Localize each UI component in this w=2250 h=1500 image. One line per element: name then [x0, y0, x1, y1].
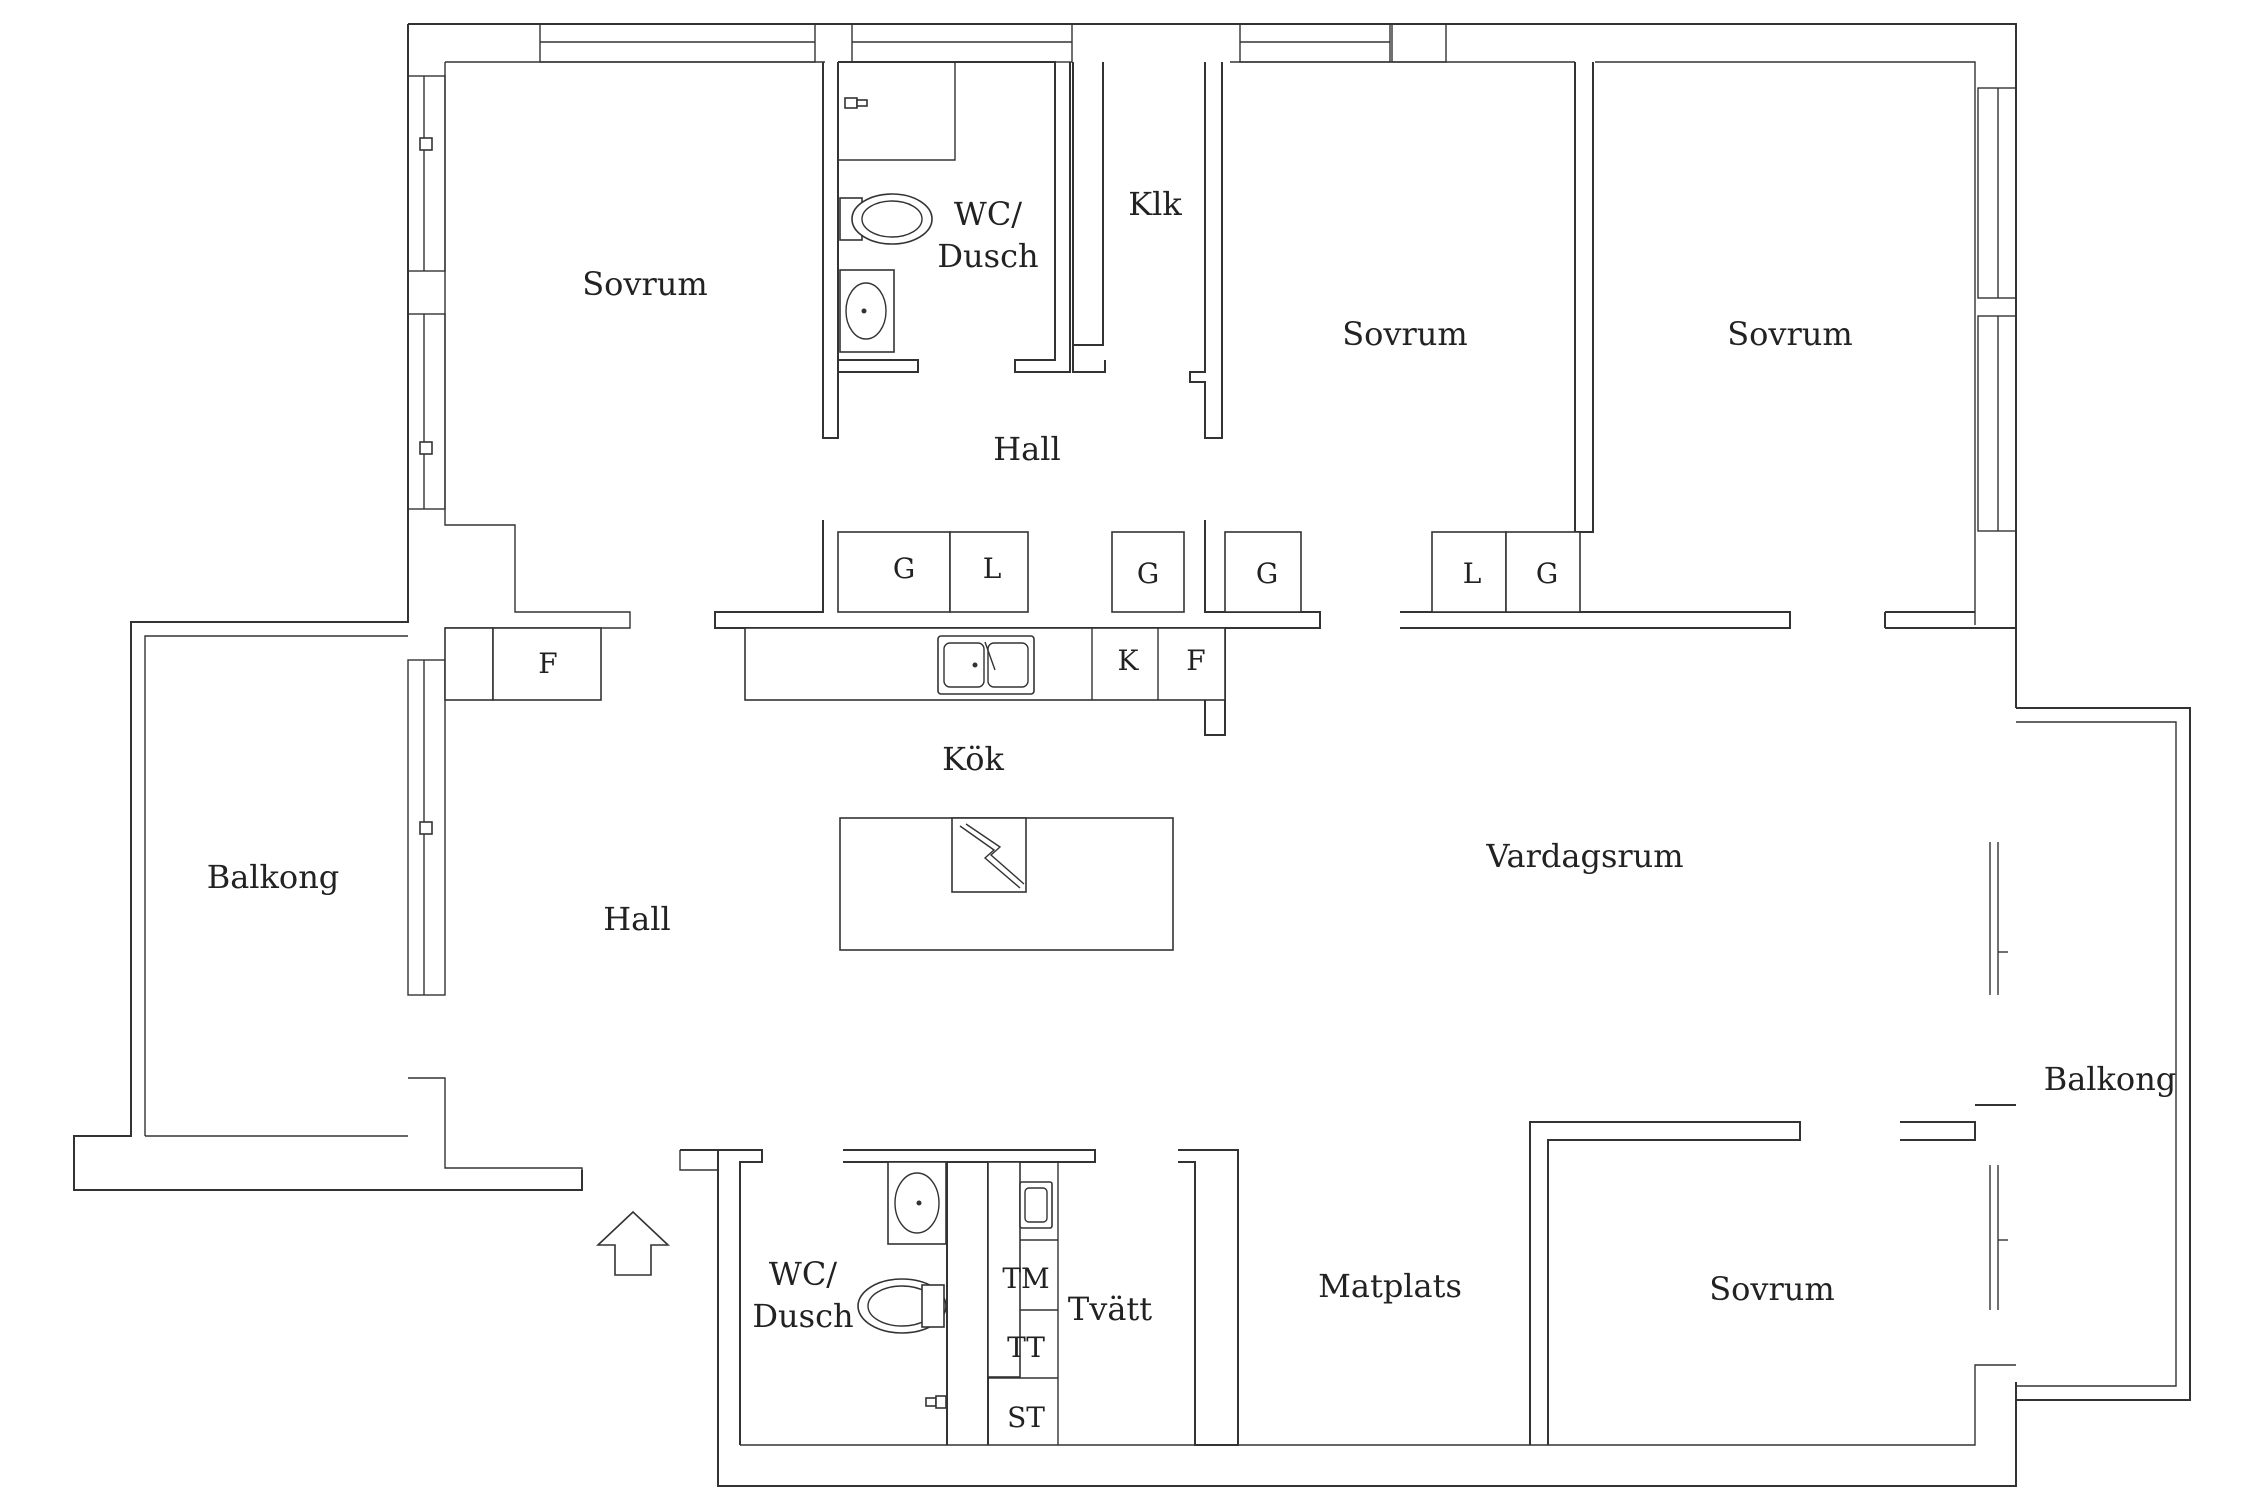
bathroom-fixtures: [839, 97, 1053, 1409]
room-label-balkong-w: Balkong: [207, 858, 340, 896]
fixture-label-st: ST: [1007, 1401, 1045, 1434]
room-label-wc-top-1: WC/: [954, 195, 1022, 233]
room-label-vardagsrum: Vardagsrum: [1485, 837, 1683, 875]
storage-units: [444, 531, 1581, 701]
windows: [407, 23, 2017, 1310]
toilet-icon: [857, 1278, 947, 1334]
fixture-label-g2: G: [1137, 557, 1159, 590]
room-labels: Sovrum WC/ Dusch Klk Sovrum Sovrum Hall …: [207, 185, 2177, 1335]
room-label-tvatt: Tvätt: [1068, 1290, 1152, 1328]
room-label-wc-bottom-1: WC/: [769, 1255, 837, 1293]
fixture-labels: G L G G L G F K F TM TT ST: [538, 552, 1558, 1434]
washbasin-icon: [887, 1161, 947, 1245]
room-label-hall-top: Hall: [993, 430, 1060, 468]
sink-icon: [937, 635, 1035, 695]
fixture-label-f-kok: F: [1186, 644, 1205, 677]
balcony-west: [144, 635, 408, 1137]
interior-walls-south: [718, 1104, 2016, 1446]
fixture-label-f-hall: F: [538, 647, 557, 680]
fixture-label-tt: TT: [1007, 1331, 1045, 1364]
fixture-label-g1: G: [893, 552, 915, 585]
entrance-arrow-icon: [595, 1210, 671, 1276]
room-label-balkong-e: Balkong: [2044, 1060, 2177, 1098]
fixture-label-tm: TM: [1002, 1262, 1049, 1295]
fixture-label-g3: G: [1256, 557, 1278, 590]
fixture-label-l1: L: [983, 552, 1002, 585]
room-label-hall-w: Hall: [603, 900, 670, 938]
fixture-label-g4: G: [1536, 557, 1558, 590]
cooktop-icon: [951, 817, 1027, 893]
room-label-sovrum-ne: Sovrum: [1727, 315, 1853, 353]
faucet-icon: [925, 1395, 947, 1409]
room-label-matplats: Matplats: [1318, 1267, 1462, 1305]
balcony-east: [2016, 707, 2191, 1401]
room-label-sovrum-n: Sovrum: [1342, 315, 1468, 353]
room-label-wc-bottom-2: Dusch: [752, 1297, 853, 1335]
toilet-icon: [839, 193, 933, 245]
kitchen: [744, 627, 1226, 951]
washbasin-icon: [839, 269, 895, 353]
room-label-sovrum-se: Sovrum: [1709, 1270, 1835, 1308]
room-label-klk: Klk: [1128, 185, 1182, 223]
fixture-label-k-kok: K: [1118, 644, 1140, 677]
laundry-sink-icon: [1019, 1181, 1053, 1229]
fixture-label-l2: L: [1463, 557, 1482, 590]
room-label-kok: Kök: [942, 740, 1004, 778]
faucet-icon: [844, 97, 868, 109]
room-label-wc-top-2: Dusch: [937, 237, 1038, 275]
room-label-sovrum-nw: Sovrum: [582, 265, 708, 303]
